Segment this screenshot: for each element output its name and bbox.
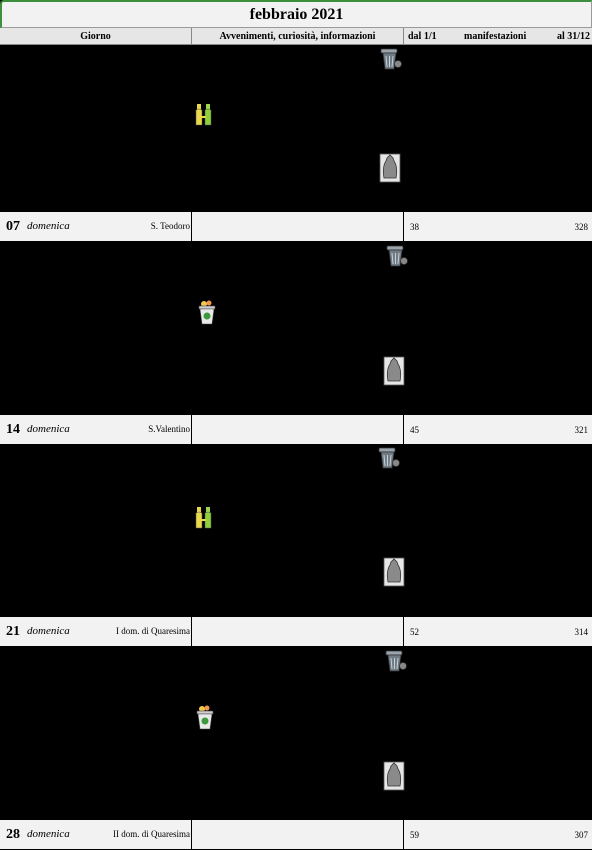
day-number: 07: [6, 219, 20, 234]
header-al: al 31/12: [556, 31, 590, 42]
compost-bin-icon: [195, 705, 215, 731]
days-to-end: 307: [574, 830, 589, 840]
garbage-bag-icon: [383, 761, 405, 791]
day-name: domenica: [27, 625, 70, 637]
table-row-sunday-21: 21 domenica I dom. di Quaresima 52 314: [0, 617, 592, 646]
day-number: 28: [6, 827, 20, 842]
days-to-end: 321: [574, 425, 589, 435]
days-from-start: 38: [410, 222, 419, 232]
trash-bin-icon: [378, 47, 404, 71]
garbage-bag-icon: [383, 557, 405, 587]
days-to-end: 314: [574, 627, 589, 637]
days-from-start: 52: [410, 627, 419, 637]
day-name: domenica: [27, 828, 70, 840]
day-number: 21: [6, 624, 20, 639]
saint-name: II dom. di Quaresima: [113, 829, 190, 839]
table-row-sunday-14: 14 domenica S.Valentino 45 321: [0, 415, 592, 444]
table-row-sunday-07: 07 domenica S. Teodoro 38 328: [0, 212, 592, 241]
header-manifestazioni: manifestazioni: [464, 31, 527, 42]
day-number: 14: [6, 422, 20, 437]
header-dal: dal 1/1: [408, 31, 437, 42]
days-from-start: 59: [410, 830, 419, 840]
saint-name: S. Teodoro: [150, 221, 190, 231]
days-to-end: 328: [574, 222, 589, 232]
header-avvenimenti: Avvenimenti, curiosità, informazioni: [192, 28, 404, 45]
trash-bin-icon: [376, 446, 402, 470]
table-header: Giorno Avvenimenti, curiosità, informazi…: [0, 28, 592, 45]
saint-name: S.Valentino: [148, 424, 190, 434]
header-giorno: Giorno: [0, 28, 192, 45]
compost-bin-icon: [197, 300, 217, 326]
table-row-sunday-28: 28 domenica II dom. di Quaresima 59 307: [0, 820, 592, 849]
days-from-start: 45: [410, 425, 419, 435]
trash-bin-icon: [383, 649, 409, 673]
day-name: domenica: [27, 220, 70, 232]
garbage-bag-icon: [379, 153, 401, 183]
day-name: domenica: [27, 423, 70, 435]
garbage-bag-icon: [383, 356, 405, 386]
page-title: febbraio 2021: [0, 0, 592, 28]
bottles-icon: [195, 102, 213, 126]
bottles-icon: [195, 505, 213, 529]
trash-bin-icon: [384, 244, 410, 268]
saint-name: I dom. di Quaresima: [116, 626, 190, 636]
